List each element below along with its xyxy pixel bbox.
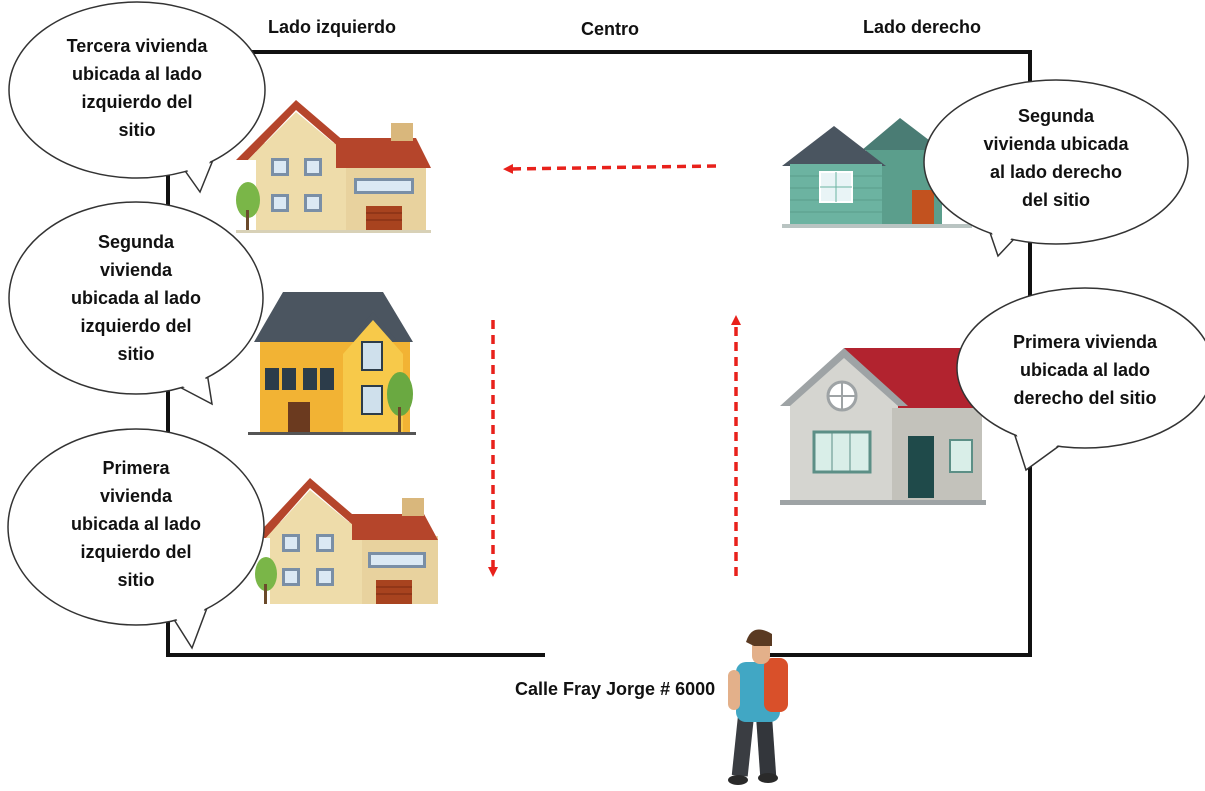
bubble-line: izquierdo del	[81, 92, 192, 112]
bubble-line: izquierdo del	[80, 542, 191, 562]
speech-bubble-left-first: Primera vivienda ubicada al lado izquier…	[7, 428, 265, 650]
bubble-line: derecho del sitio	[1013, 388, 1156, 408]
bubble-line: Segunda	[98, 232, 175, 252]
house-icon	[254, 478, 438, 604]
bubble-line: vivienda	[100, 486, 173, 506]
bubble-line: Segunda	[1018, 106, 1095, 126]
speech-bubble-right-second: Segunda vivienda ubicada al lado derecho…	[923, 79, 1189, 258]
bubble-line: sitio	[117, 344, 154, 364]
speech-bubble-left-second: Segunda vivienda ubicada al lado izquier…	[8, 201, 264, 406]
bubble-line: Primera	[102, 458, 170, 478]
bubble-line: al lado derecho	[990, 162, 1122, 182]
bubble-line: sitio	[117, 570, 154, 590]
header-left: Lado izquierdo	[268, 17, 396, 37]
bubble-line: Tercera vivienda	[67, 36, 209, 56]
header-center: Centro	[581, 19, 639, 39]
bubble-line: ubicada al lado	[1020, 360, 1150, 380]
bubble-line: vivienda ubicada	[983, 134, 1129, 154]
bubble-line: vivienda	[100, 260, 173, 280]
house-icon	[248, 292, 416, 435]
person-icon	[728, 629, 788, 785]
route-arrows	[488, 163, 741, 577]
bubble-line: sitio	[118, 120, 155, 140]
bubble-line: ubicada al lado	[72, 64, 202, 84]
bubble-line: ubicada al lado	[71, 288, 201, 308]
bubble-line: Primera vivienda	[1013, 332, 1158, 352]
speech-bubble-right-first: Primera vivienda ubicada al lado derecho…	[956, 287, 1205, 472]
house-icon	[236, 100, 431, 233]
street-label: Calle Fray Jorge # 6000	[515, 679, 715, 699]
speech-bubble-left-third: Tercera vivienda ubicada al lado izquier…	[8, 1, 266, 194]
bubble-line: ubicada al lado	[71, 514, 201, 534]
bubble-line: izquierdo del	[80, 316, 191, 336]
bubble-line: del sitio	[1022, 190, 1090, 210]
header-right: Lado derecho	[863, 17, 981, 37]
house-icon	[780, 348, 992, 505]
arrow-top-left	[503, 163, 717, 174]
